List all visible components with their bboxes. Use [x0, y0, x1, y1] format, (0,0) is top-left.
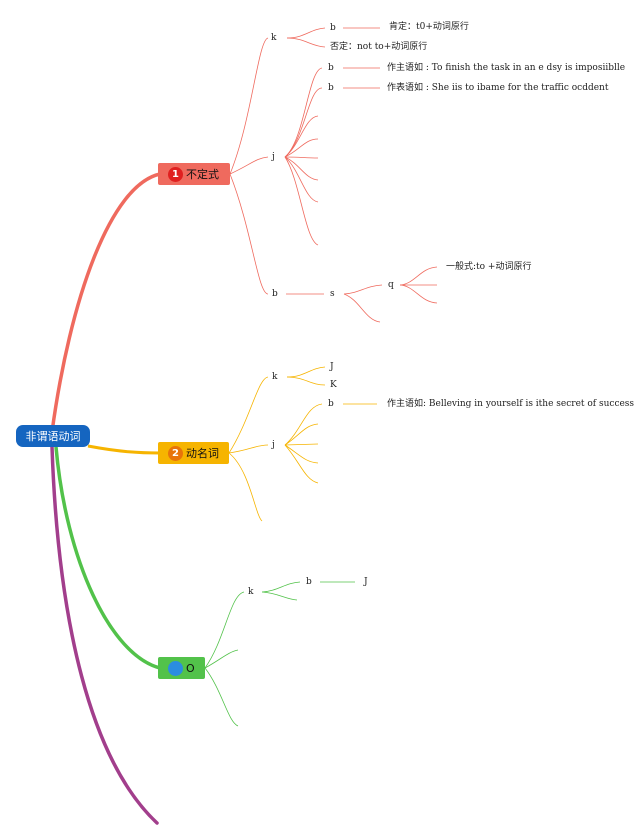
trunk-fourth: [50, 445, 159, 825]
number-one-icon: 1: [168, 166, 183, 182]
link-pk-2: [261, 591, 298, 601]
inf-k-b-node[interactable]: b: [330, 23, 336, 33]
link-par-2: [204, 649, 239, 669]
inf-k-node[interactable]: k: [271, 33, 277, 43]
inf-predicative-example[interactable]: 作表语如 : She iis to ibame for the traffic …: [387, 83, 609, 93]
inf-j-node[interactable]: j: [272, 152, 275, 162]
inf-affirm-text[interactable]: 肯定：t0+动词原行: [389, 22, 469, 32]
ger-j-b-node[interactable]: b: [328, 399, 334, 409]
link-s-q: [343, 284, 383, 295]
par-k-node[interactable]: k: [248, 587, 254, 597]
link-s-2: [343, 293, 381, 323]
branch-gerund-label: 动名词: [186, 447, 219, 460]
link-ger-3: [228, 452, 263, 522]
inf-negate-text[interactable]: 否定：not to+动词原行: [330, 42, 428, 52]
link-gj-3: [284, 443, 319, 446]
par-b-node[interactable]: b: [306, 577, 312, 587]
inf-s-node[interactable]: s: [330, 289, 335, 299]
inf-b-node[interactable]: b: [272, 289, 278, 299]
trunk-gerund: [87, 444, 161, 455]
branch-gerund[interactable]: 2 动名词: [158, 442, 229, 464]
ger-k-k-node[interactable]: K: [330, 380, 337, 390]
inf-general-form-text[interactable]: 一般式:to +动词原行: [446, 262, 532, 272]
link-ger-j: [228, 444, 269, 454]
link-par-k: [204, 591, 245, 669]
link-gk-K: [286, 376, 326, 386]
ger-k-j-node[interactable]: J: [330, 362, 334, 372]
ger-j-node[interactable]: j: [272, 440, 275, 450]
link-j-4: [284, 138, 319, 158]
branch-participle-label: O: [186, 661, 195, 675]
trunk-participle: [54, 446, 161, 670]
link-j-3: [284, 115, 319, 158]
link-gj-2: [284, 423, 319, 446]
link-inf-j: [229, 156, 269, 175]
link-gk-J: [286, 366, 326, 378]
link-pk-b: [261, 581, 301, 593]
link-q-3: [399, 284, 438, 304]
branch-infinitive[interactable]: 1 不定式: [158, 163, 230, 185]
link-gj-5: [284, 444, 319, 484]
inf-j-b2-node[interactable]: b: [328, 83, 334, 93]
par-j-node[interactable]: J: [364, 577, 368, 587]
link-ger-k: [228, 376, 269, 454]
link-inf-b: [229, 173, 269, 295]
link-j-7: [284, 156, 319, 203]
link-j-b1: [284, 67, 323, 158]
ger-subject-example[interactable]: 作主语如: Belleving in yourself is ithe secr…: [387, 399, 635, 409]
trunk-infinitive: [50, 172, 162, 434]
branch-participle[interactable]: O: [158, 657, 205, 679]
link-inf-k: [229, 37, 269, 175]
number-two-icon: 2: [168, 445, 183, 461]
link-gj-4: [284, 444, 319, 464]
link-j-6: [284, 156, 319, 181]
link-j-8: [284, 156, 319, 246]
link-j-5: [284, 156, 319, 159]
inf-j-b1-node[interactable]: b: [328, 63, 334, 73]
link-par-3: [204, 667, 239, 727]
inf-subject-example[interactable]: 作主语如 : To finish the task in an e dsy is…: [387, 63, 626, 73]
number-three-icon: [168, 660, 183, 676]
link-k-b: [286, 27, 326, 39]
link-j-b2: [284, 87, 323, 158]
inf-q-node[interactable]: q: [388, 280, 394, 290]
root-label: 非谓语动词: [25, 430, 81, 443]
ger-k-node[interactable]: k: [272, 372, 278, 382]
branch-infinitive-label: 不定式: [186, 168, 219, 181]
link-q-1: [399, 266, 438, 286]
link-gj-b: [284, 403, 323, 446]
link-k-neg: [286, 37, 326, 48]
root-node[interactable]: 非谓语动词: [16, 425, 90, 447]
